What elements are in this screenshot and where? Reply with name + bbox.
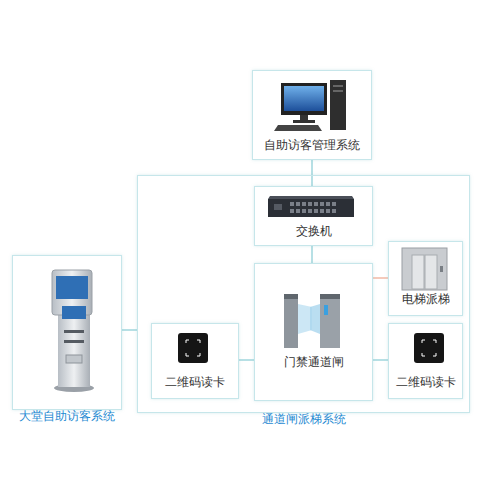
group-box: 大堂自助访客系统 bbox=[12, 255, 122, 410]
switch-top bbox=[268, 196, 354, 199]
gate-wing bbox=[310, 304, 320, 334]
elevator-door bbox=[425, 255, 437, 289]
component-box: 电梯派梯 bbox=[388, 241, 463, 316]
group-label: 通道闸派梯系统 bbox=[262, 411, 346, 427]
component-box: 二维码读卡 bbox=[151, 323, 239, 399]
monitor-stand bbox=[300, 115, 308, 120]
elevator-icon bbox=[402, 248, 447, 290]
connector-line bbox=[122, 329, 137, 331]
gate-pillar bbox=[284, 296, 298, 348]
pc-tower bbox=[330, 80, 346, 130]
turnstile-icon bbox=[284, 294, 340, 348]
scan-mark bbox=[186, 340, 200, 356]
component-box: 门禁通道闸 bbox=[254, 263, 373, 401]
kiosk-icon bbox=[52, 270, 94, 392]
kiosk-screen bbox=[62, 306, 86, 319]
monitor-screen bbox=[284, 86, 324, 111]
drive-bay bbox=[333, 90, 343, 92]
component-box: 交换机 bbox=[254, 186, 373, 246]
connector-line bbox=[239, 359, 254, 361]
gate-top bbox=[284, 294, 298, 299]
connector-line bbox=[311, 160, 313, 186]
gate-light bbox=[324, 305, 328, 315]
box-label: 交换机 bbox=[296, 223, 332, 239]
elevator-button bbox=[440, 266, 443, 272]
switch-body bbox=[268, 199, 354, 217]
scan-mark bbox=[422, 340, 436, 356]
box-label: 二维码读卡 bbox=[165, 374, 225, 390]
elevator-frame bbox=[402, 248, 447, 290]
elevator-door bbox=[412, 255, 424, 289]
component-box: 二维码读卡 bbox=[388, 323, 463, 399]
monitor-base bbox=[293, 120, 315, 123]
kiosk-body bbox=[58, 315, 90, 387]
reader-body bbox=[414, 333, 444, 363]
connector-line bbox=[373, 359, 388, 361]
connector-line bbox=[373, 277, 388, 279]
box-label: 二维码读卡 bbox=[396, 374, 456, 390]
qr-reader-icon bbox=[414, 333, 444, 363]
group-label: 大堂自助访客系统 bbox=[19, 408, 115, 424]
connector-line bbox=[311, 246, 313, 263]
component-box: 自助访客管理系统 bbox=[252, 70, 372, 160]
group-box: 通道闸派梯系统交换机电梯派梯二维码读卡门禁通道闸二维码读卡 bbox=[137, 175, 470, 413]
box-label: 自助访客管理系统 bbox=[264, 137, 360, 153]
switch-ports bbox=[290, 202, 336, 213]
qr-reader-icon bbox=[178, 333, 208, 363]
switch-panel bbox=[274, 204, 282, 210]
gate-wing bbox=[298, 304, 312, 334]
kiosk-panel bbox=[66, 355, 82, 363]
gate-top bbox=[320, 294, 340, 299]
drive-bay bbox=[333, 85, 343, 87]
kiosk-slot bbox=[64, 330, 84, 333]
kiosk-slot bbox=[64, 340, 84, 343]
reader-body bbox=[178, 333, 208, 363]
box-label: 门禁通道闸 bbox=[284, 354, 344, 370]
box-label: 电梯派梯 bbox=[402, 291, 450, 307]
computer-icon bbox=[274, 80, 346, 131]
gate-pillar bbox=[320, 296, 340, 348]
keyboard bbox=[274, 125, 322, 131]
kiosk-screen bbox=[56, 276, 88, 299]
switch-icon bbox=[268, 196, 354, 217]
monitor bbox=[281, 83, 327, 115]
